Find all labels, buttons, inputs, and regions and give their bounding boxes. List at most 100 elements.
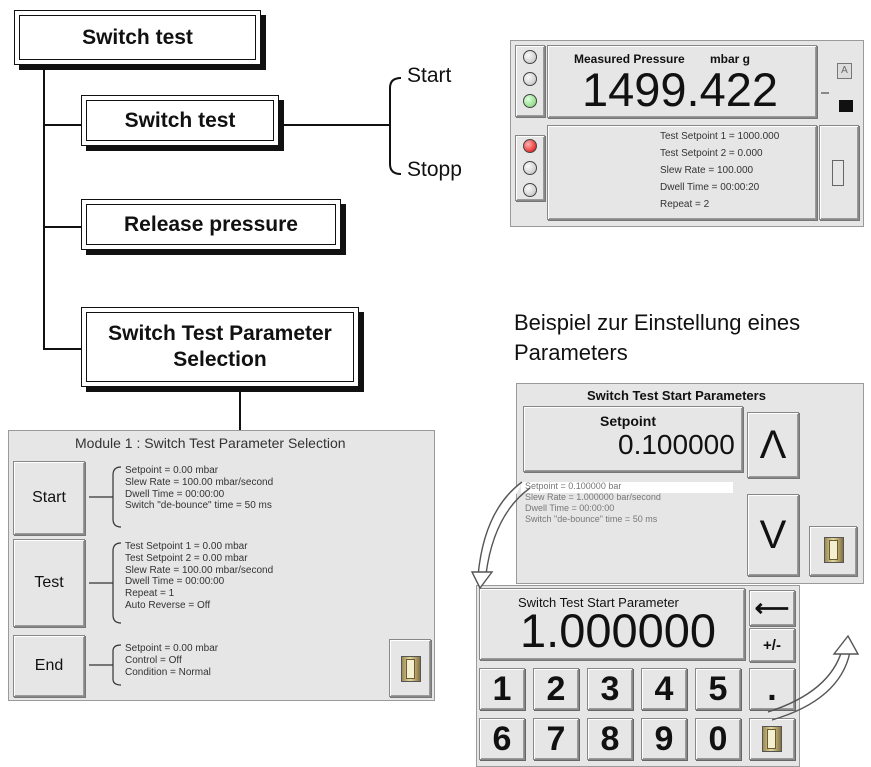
- start-button[interactable]: Start: [13, 461, 85, 535]
- key-8[interactable]: 8: [587, 718, 633, 760]
- keypad-exit-button[interactable]: [749, 718, 795, 760]
- key-label: .: [767, 669, 777, 708]
- menu-item-switch-test-label: Switch test: [124, 108, 236, 132]
- menu-item-parameter-selection[interactable]: Switch Test Parameter Selection: [81, 307, 359, 387]
- module-end-line: Control = Off: [125, 654, 182, 666]
- start-param-line: Dwell Time = 00:00:00: [525, 503, 615, 513]
- measured-param-line: Test Setpoint 1 = 1000.000: [660, 131, 780, 142]
- key-label: 8: [600, 719, 620, 758]
- start-button-label: Start: [32, 489, 66, 506]
- example-caption-line2: Parameters: [514, 340, 628, 365]
- param-list-highlight: [521, 482, 733, 493]
- menu-parameter-line1: Switch Test Parameter: [108, 322, 332, 345]
- sign-toggle-button[interactable]: +/-: [749, 628, 795, 662]
- test-button-label: Test: [34, 574, 64, 591]
- key-5[interactable]: 5: [695, 668, 741, 710]
- module-exit-button[interactable]: [389, 639, 431, 697]
- start-bracket: [89, 466, 122, 528]
- key-label: 1: [492, 669, 512, 708]
- setpoint-field[interactable]: Setpoint 0.100000: [523, 406, 743, 472]
- down-arrow-icon: V: [759, 512, 787, 557]
- key-4[interactable]: 4: [641, 668, 687, 710]
- measured-pressure-screen: Measured Pressure mbar g 1499.422 A Test…: [510, 40, 864, 227]
- menu-item-switch-test[interactable]: Switch test: [81, 95, 279, 146]
- connector-switch-test-bracket: [283, 124, 390, 126]
- mini-lamps-icon: [832, 160, 844, 186]
- end-bracket: [89, 644, 122, 686]
- example-caption-line1: Beispiel zur Einstellung eines: [514, 310, 801, 335]
- key-7[interactable]: 7: [533, 718, 579, 760]
- end-param-list: Setpoint = 0.00 mbar Control = Off Condi…: [125, 643, 218, 678]
- up-button[interactable]: Λ: [747, 412, 799, 478]
- key-6[interactable]: 6: [479, 718, 525, 760]
- label-stopp: Stopp: [407, 158, 462, 181]
- menu-root-label: Switch test: [82, 25, 193, 49]
- measured-param-line: Slew Rate = 100.000: [660, 165, 754, 176]
- lamp-gray-4: [523, 183, 537, 197]
- key-label: 0: [708, 719, 728, 758]
- module-start-line: Slew Rate = 100.00 mbar/second: [125, 476, 274, 488]
- key-0[interactable]: 0: [695, 718, 741, 760]
- key-label: 7: [546, 719, 566, 758]
- up-arrow-icon: Λ: [759, 422, 787, 467]
- start-param-line: Setpoint = 0.100000 bar: [525, 481, 622, 491]
- menu-root-switch-test[interactable]: Switch test: [14, 10, 261, 65]
- setpoint-label: Setpoint: [600, 413, 656, 429]
- test-button[interactable]: Test: [13, 539, 85, 627]
- start-param-list: Setpoint = 0.00 mbar Slew Rate = 100.00 …: [125, 465, 273, 512]
- module-start-line: Dwell Time = 00:00:00: [125, 488, 225, 500]
- keypad-title: Switch Test Start Parameter: [518, 595, 679, 610]
- module-test-line: Test Setpoint 1 = 0.00 mbar: [125, 541, 248, 552]
- example-caption: Beispiel zur Einstellung eines Parameter…: [514, 308, 800, 368]
- backspace-button[interactable]: ⟵: [749, 590, 795, 626]
- module-test-line: Repeat = 1: [125, 588, 175, 600]
- menu-item-release-label: Release pressure: [124, 212, 298, 236]
- end-button[interactable]: End: [13, 635, 85, 697]
- keypad-display: Switch Test Start Parameter 1.000000: [479, 588, 745, 660]
- label-start: Start: [407, 64, 452, 87]
- start-stopp-bracket: [389, 77, 402, 175]
- measured-param-line: Test Setpoint 2 = 0.000: [660, 148, 763, 159]
- lamp-red: [523, 139, 537, 153]
- test-param-list: Test Setpoint 1 = 0.00 mbar Test Setpoin…: [125, 541, 273, 612]
- key-label: 4: [654, 669, 674, 708]
- exit-door-icon: [824, 537, 844, 563]
- sign-toggle-label: +/-: [763, 636, 781, 654]
- module-title: Module 1 : Switch Test Parameter Selecti…: [75, 435, 346, 451]
- down-button[interactable]: V: [747, 494, 799, 576]
- measured-value: 1499.422: [582, 63, 779, 116]
- exit-button[interactable]: [809, 526, 857, 576]
- tree-branch-3: [43, 348, 81, 350]
- measured-unit: mbar g: [710, 52, 751, 66]
- menu-item-release-pressure[interactable]: Release pressure: [81, 199, 341, 250]
- tree-branch-2: [43, 226, 81, 228]
- module-start-line: Setpoint = 0.00 mbar: [125, 465, 219, 476]
- lamp-gray-3: [523, 161, 537, 175]
- dash-icon: [821, 92, 829, 94]
- key-label: 3: [600, 669, 620, 708]
- module-end-line: Setpoint = 0.00 mbar: [125, 643, 219, 654]
- side-toggle-button[interactable]: [819, 125, 859, 220]
- start-param-line: Slew Rate = 1.000000 bar/second: [525, 492, 661, 502]
- key-3[interactable]: 3: [587, 668, 633, 710]
- module-test-line: Auto Reverse = Off: [125, 599, 211, 611]
- measured-param-line: Repeat = 2: [660, 199, 710, 210]
- key-2[interactable]: 2: [533, 668, 579, 710]
- key-dot[interactable]: .: [749, 668, 795, 710]
- folder-icon: [839, 100, 853, 112]
- tree-trunk-line: [43, 66, 45, 350]
- menu-parameter-line2: Selection: [173, 348, 267, 371]
- exit-door-icon: [762, 726, 782, 752]
- key-9[interactable]: 9: [641, 718, 687, 760]
- module-start-line: Switch "de-bounce" time = 50 ms: [125, 500, 272, 512]
- end-button-label: End: [34, 657, 64, 674]
- backspace-arrow-icon: ⟵: [754, 594, 790, 622]
- key-1[interactable]: 1: [479, 668, 525, 710]
- key-label: 2: [546, 669, 566, 708]
- lamp-gray-2: [523, 72, 537, 86]
- measured-title: Measured Pressure: [574, 52, 685, 66]
- start-params-title: Switch Test Start Parameters: [587, 388, 766, 403]
- start-params-list: Setpoint = 0.100000 bar Slew Rate = 1.00…: [525, 481, 661, 525]
- key-label: 6: [492, 719, 512, 758]
